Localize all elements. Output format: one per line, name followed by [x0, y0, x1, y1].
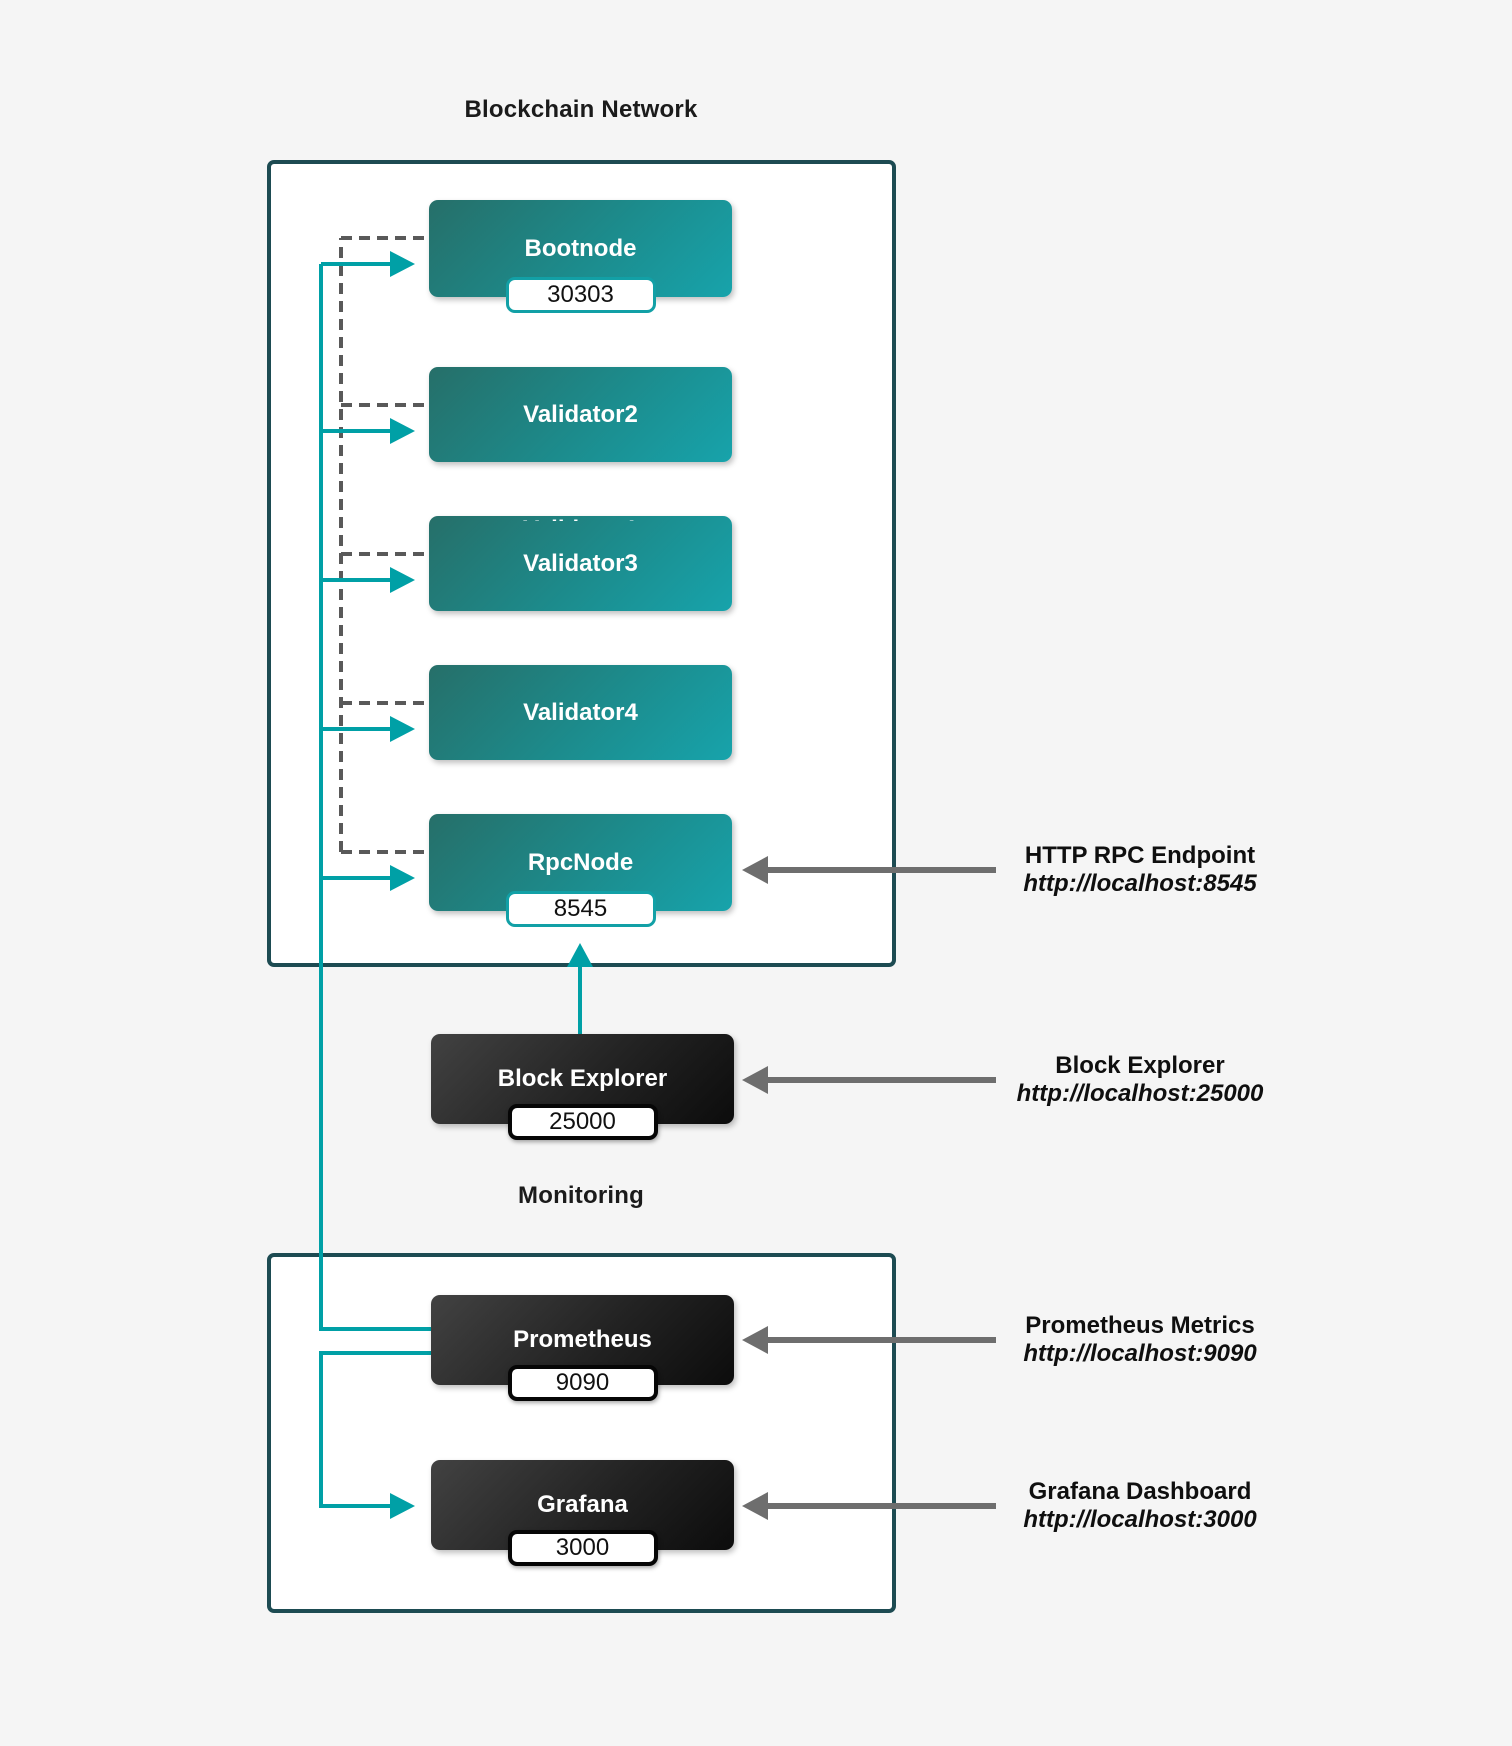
node-validator1-hidden-label: Validator1: [429, 516, 732, 522]
annotation-url: http://localhost:3000: [1023, 1506, 1257, 1533]
node-bootnode-label: Bootnode: [524, 234, 637, 262]
node-block-explorer-label: Block Explorer: [497, 1065, 668, 1092]
annotation-grafana-dashboard: Grafana Dashboard http://localhost:3000: [1023, 1478, 1256, 1534]
node-rpcnode-label: RpcNode: [527, 848, 634, 876]
gray-arrowheads: [742, 856, 768, 1520]
annotation-url: http://localhost:25000: [1016, 1080, 1264, 1107]
node-prometheus: Prometheus 9090: [431, 1295, 734, 1401]
annotation-title: Block Explorer: [1055, 1052, 1225, 1079]
node-validator2-label: Validator2: [523, 400, 638, 428]
node-prometheus-label: Prometheus: [513, 1326, 652, 1353]
node-rpcnode: RpcNode 8545: [429, 814, 732, 927]
annotation-title: Grafana Dashboard: [1028, 1478, 1252, 1505]
node-validator4: Validator4: [429, 665, 732, 760]
monitoring-title: Monitoring: [518, 1182, 644, 1209]
node-validator3: Validator1 Validator3: [429, 516, 732, 611]
dashed-peer-links: [339, 236, 430, 854]
annotation-url: http://localhost:8545: [1023, 870, 1257, 897]
blockchain-network-title: Blockchain Network: [464, 96, 698, 123]
annotation-http-rpc-endpoint: HTTP RPC Endpoint http://localhost:8545: [1023, 842, 1256, 898]
node-bootnode-port-badge: 30303: [505, 277, 656, 313]
gray-endpoint-lines: [764, 867, 996, 1509]
teal-arrowheads: [390, 251, 593, 1519]
node-prometheus-port-badge: 9090: [507, 1365, 658, 1401]
annotation-prometheus-metrics: Prometheus Metrics http://localhost:9090: [1023, 1312, 1256, 1368]
node-grafana-port-badge: 3000: [507, 1530, 658, 1566]
node-bootnode: Bootnode 30303: [429, 200, 732, 313]
node-validator3-label: Validator3: [523, 549, 638, 577]
annotation-title: Prometheus Metrics: [1025, 1312, 1255, 1339]
annotation-url: http://localhost:9090: [1023, 1340, 1257, 1367]
node-rpcnode-port-badge: 8545: [505, 891, 656, 927]
node-block-explorer: Block Explorer 25000: [431, 1034, 734, 1140]
annotation-title: HTTP RPC Endpoint: [1024, 842, 1256, 869]
node-block-explorer-port-badge: 25000: [507, 1104, 658, 1140]
node-grafana-label: Grafana: [537, 1491, 628, 1518]
node-validator2: Validator2: [429, 367, 732, 462]
annotation-block-explorer: Block Explorer http://localhost:25000: [1017, 1052, 1264, 1108]
node-validator4-label: Validator4: [523, 698, 638, 726]
node-grafana: Grafana 3000: [431, 1460, 734, 1566]
teal-links: [319, 262, 582, 1508]
